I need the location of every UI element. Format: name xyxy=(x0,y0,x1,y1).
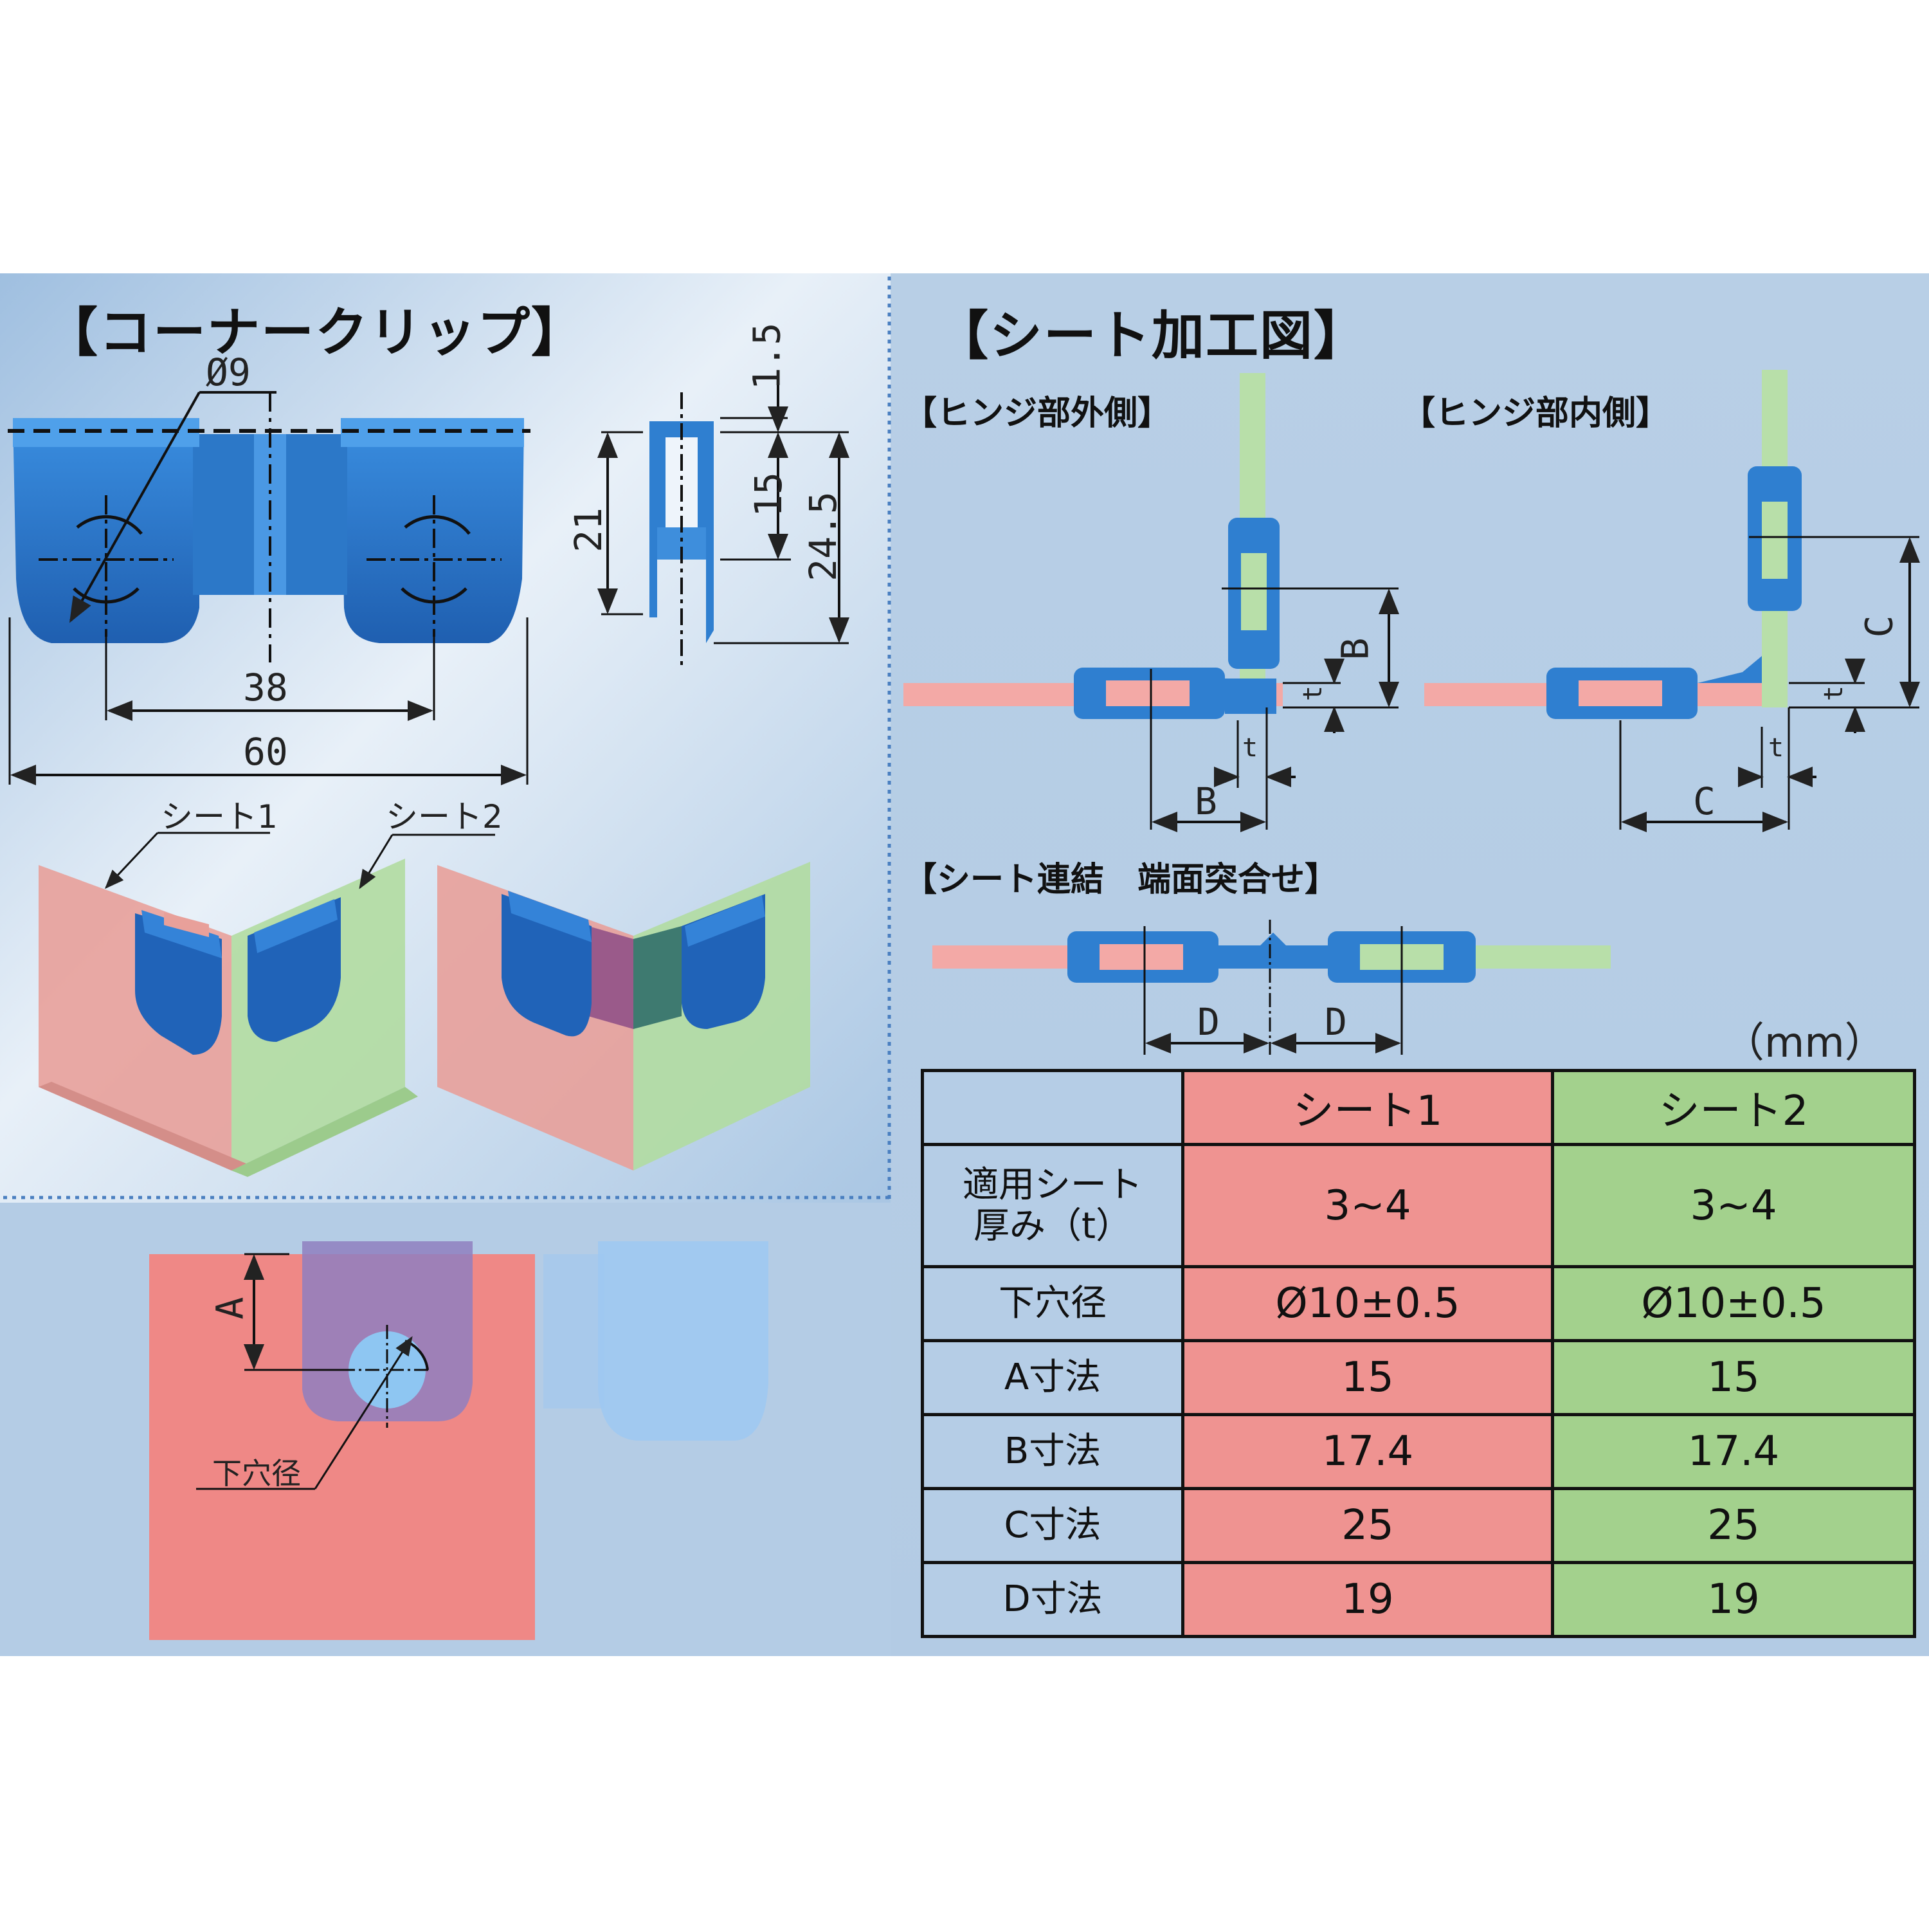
dim-D-left: D xyxy=(1197,1000,1220,1044)
dim-t-outer-v: t xyxy=(1298,685,1328,702)
table-cell-sheet2: Ø10±0.5 xyxy=(1551,1265,1916,1342)
table-cell-sheet1: 15 xyxy=(1181,1339,1554,1416)
dim-B-vertical: B xyxy=(1333,637,1377,661)
sheet-processing-title: 【シート加工図】 xyxy=(936,305,1368,367)
table-header-corner xyxy=(921,1069,1184,1146)
table-cell-sheet1: 17.4 xyxy=(1181,1413,1554,1490)
iso-view-2 xyxy=(437,862,810,1171)
dim-38: 38 xyxy=(243,666,288,709)
clip-side-view xyxy=(597,379,849,669)
dim-60: 60 xyxy=(243,730,288,774)
hinge-inner-diagram xyxy=(1424,370,1920,832)
iso-view-1 xyxy=(39,859,418,1177)
hinge-outer-title: 【ヒンジ部外側】 xyxy=(903,394,1172,433)
table-row-label: C寸法 xyxy=(921,1487,1184,1564)
dim-C-vertical: C xyxy=(1857,615,1901,638)
sheet1-label: シート1 xyxy=(161,798,278,835)
dim-C-horizontal: C xyxy=(1693,779,1716,823)
table-row: 適用シート 厚み（t） 3~4 3~4 xyxy=(921,1143,1916,1268)
sheet1-leader xyxy=(104,832,159,889)
table-cell-sheet1: 3~4 xyxy=(1181,1143,1554,1268)
table-cell-sheet1: Ø10±0.5 xyxy=(1181,1265,1554,1342)
table-row: A寸法 15 15 xyxy=(921,1339,1916,1416)
dim-t-outer-h: t xyxy=(1242,733,1258,763)
sheet2-label: シート2 xyxy=(386,798,503,835)
table-header-sheet1: シート1 xyxy=(1181,1069,1554,1146)
table-cell-sheet1: 25 xyxy=(1181,1487,1554,1564)
spec-table: シート1 シート2 適用シート 厚み（t） 3~4 3~4 下穴径 Ø10±0.… xyxy=(921,1069,1916,1638)
dim-24-5: 24.5 xyxy=(801,491,845,581)
clip-front-view xyxy=(8,391,530,785)
pilot-hole-label: 下穴径 xyxy=(212,1456,301,1491)
table-cell-sheet2: 19 xyxy=(1551,1561,1916,1638)
table-row-label: D寸法 xyxy=(921,1561,1184,1638)
hinge-outer-diagram xyxy=(903,373,1399,832)
dim-B-horizontal: B xyxy=(1195,779,1217,823)
table-cell-sheet1: 19 xyxy=(1181,1561,1554,1638)
corner-clip-title: 【コーナークリップ】 xyxy=(45,302,586,363)
dim-15: 15 xyxy=(746,472,790,517)
dim-t-inner-h: t xyxy=(1768,733,1784,763)
dim-t-inner-v: t xyxy=(1819,685,1849,702)
table-header-sheet2: シート2 xyxy=(1551,1069,1916,1146)
table-row: D寸法 19 19 xyxy=(921,1561,1916,1638)
table-row-label: 適用シート 厚み（t） xyxy=(921,1143,1184,1268)
sheet-joint-title: 【シート連結 端面突合せ】 xyxy=(903,861,1339,899)
dim-21: 21 xyxy=(566,507,610,552)
table-row-label: B寸法 xyxy=(921,1413,1184,1490)
table-header-row: シート1 シート2 xyxy=(921,1069,1916,1146)
table-row-label: 下穴径 xyxy=(921,1265,1184,1342)
pilot-hole-diagram xyxy=(149,1241,768,1640)
table-cell-sheet2: 3~4 xyxy=(1551,1143,1916,1268)
dim-D-right: D xyxy=(1325,1000,1347,1044)
table-cell-sheet2: 17.4 xyxy=(1551,1413,1916,1490)
dim-A: A xyxy=(208,1297,252,1320)
dim-1-5: 1.5 xyxy=(745,322,789,390)
table-row: 下穴径 Ø10±0.5 Ø10±0.5 xyxy=(921,1265,1916,1342)
table-row: C寸法 25 25 xyxy=(921,1487,1916,1564)
table-cell-sheet2: 15 xyxy=(1551,1339,1916,1416)
table-row-label: A寸法 xyxy=(921,1339,1184,1416)
table-cell-sheet2: 25 xyxy=(1551,1487,1916,1564)
table-row: B寸法 17.4 17.4 xyxy=(921,1413,1916,1490)
sheet-joint-diagram xyxy=(932,920,1611,1055)
sheet2-leader xyxy=(359,834,394,889)
unit-label: （mm） xyxy=(1723,1019,1886,1067)
hinge-inner-title: 【ヒンジ部内側】 xyxy=(1402,394,1670,433)
dim-phi9: Ø9 xyxy=(206,351,251,394)
